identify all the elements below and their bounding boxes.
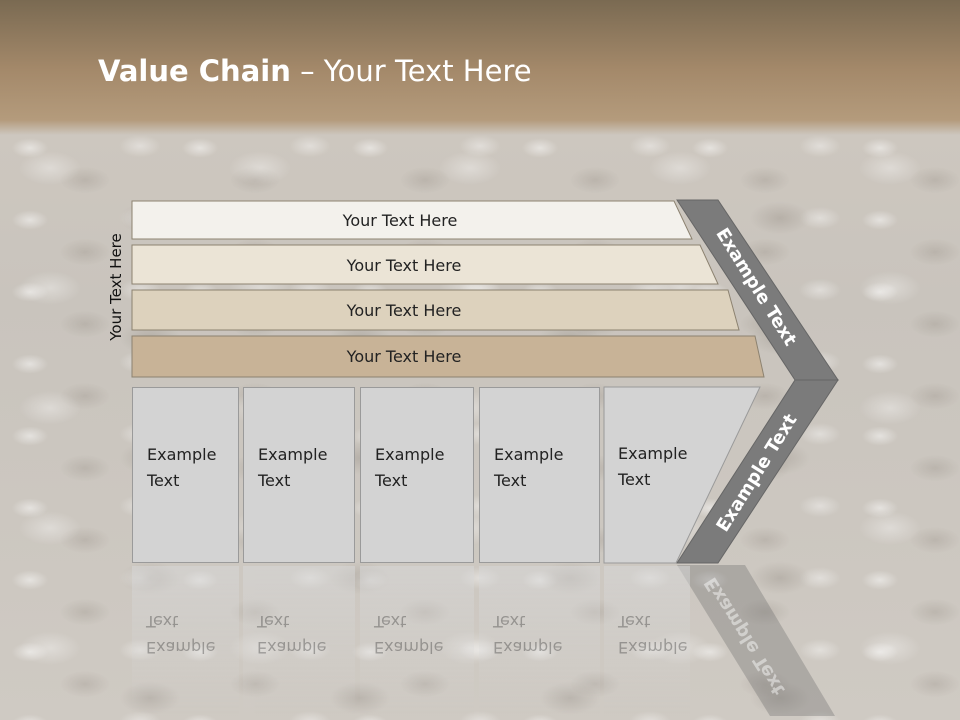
- box-3-reflection: Example Text: [360, 566, 474, 716]
- bar-shape-4: [131, 335, 765, 378]
- box-3-refl-line1: Example: [374, 638, 444, 657]
- box-shape-5: [603, 386, 761, 564]
- activity-box-1: Example Text: [132, 387, 239, 563]
- box-2-line2: Text: [258, 471, 291, 490]
- bar-shape-1: [131, 200, 693, 240]
- box-2-reflection: Example Text: [243, 566, 355, 716]
- box-1-reflection: Example Text: [132, 566, 239, 716]
- activity-box-2: Example Text: [243, 387, 355, 563]
- box-2-refl-line1: Example: [257, 638, 327, 657]
- box-4-reflection: Example Text: [479, 566, 600, 716]
- chevron-reflection: [677, 565, 835, 716]
- box-4-line2: Text: [494, 471, 527, 490]
- bar-1-label: Your Text Here: [342, 210, 458, 230]
- box-5-line1: Example: [618, 444, 688, 463]
- bar-2: Your Text Here: [132, 246, 700, 284]
- bar-4: Your Text Here: [132, 337, 700, 375]
- bar-shape-2: [131, 244, 719, 285]
- box-5-line2: Text: [618, 470, 651, 489]
- box-1-line2: Text: [147, 471, 180, 490]
- bar-4-label: Your Text Here: [346, 346, 462, 366]
- box-5-refl-line1: Example: [618, 638, 688, 657]
- bar-shape-3: [131, 289, 740, 331]
- box-4-refl-line2: Text: [493, 612, 526, 631]
- activity-box-3: Example Text: [360, 387, 474, 563]
- box-5-reflection: Example Text: [604, 566, 690, 716]
- box-2-line1: Example: [258, 445, 328, 464]
- slide-title: Value Chain – Your Text Here: [98, 54, 532, 88]
- title-bold: Value Chain: [98, 54, 291, 88]
- bar-1: Your Text Here: [132, 201, 692, 239]
- bar-3: Your Text Here: [132, 291, 700, 329]
- box-3-line1: Example: [375, 445, 445, 464]
- activity-box-4: Example Text: [479, 387, 600, 563]
- bar-2-label: Your Text Here: [346, 255, 462, 275]
- box-3-refl-line2: Text: [374, 612, 407, 631]
- box-5-refl-line2: Text: [618, 612, 651, 631]
- activity-box-5: Example Text: [604, 387, 704, 563]
- box-1-line1: Example: [147, 445, 217, 464]
- bar-3-label: Your Text Here: [346, 300, 462, 320]
- box-1-refl-line2: Text: [146, 612, 179, 631]
- chevron-bottom: [676, 379, 839, 564]
- box-4-refl-line1: Example: [493, 638, 563, 657]
- box-1-refl-line1: Example: [146, 638, 216, 657]
- box-4-line1: Example: [494, 445, 564, 464]
- box-3-line2: Text: [375, 471, 408, 490]
- title-rest: – Your Text Here: [290, 54, 532, 88]
- box-2-refl-line2: Text: [257, 612, 290, 631]
